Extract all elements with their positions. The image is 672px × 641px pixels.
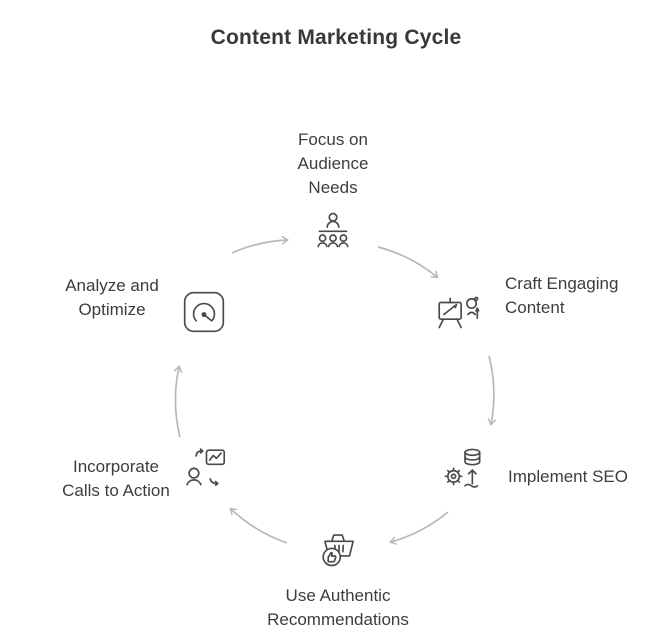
node-use-authentic-recommendations	[314, 522, 362, 570]
node-implement-seo	[440, 444, 488, 492]
database-gear-icon	[444, 448, 481, 488]
arrow-analyze-to-focus	[231, 235, 290, 254]
arrow-craft-to-seo	[487, 355, 497, 427]
basket-thumbs-up-icon	[322, 534, 354, 567]
diagram-title: Content Marketing Cycle	[210, 26, 462, 49]
easel-art-icon	[438, 296, 480, 329]
node-analyze-and-optimize	[180, 288, 228, 336]
arrow-cta-to-analyze	[173, 364, 183, 438]
gauge-icon	[183, 291, 225, 333]
arrow-focus-to-craft	[377, 246, 439, 279]
arrow-seo-to-recommend	[389, 511, 449, 546]
node-incorporate-calls-to-action	[183, 445, 231, 493]
node-focus-audience-needs	[309, 211, 357, 259]
node-craft-engaging-content	[434, 291, 482, 339]
person-chart-arrows-icon	[186, 448, 226, 487]
node-label-seo: Implement SEO	[508, 467, 628, 486]
arrow-recommend-to-cta	[229, 507, 288, 544]
node-label-analyze: Analyze and Optimize	[65, 276, 159, 319]
node-label-craft: Craft Engaging Content	[505, 274, 619, 317]
node-label-focus: Focus on Audience Needs	[297, 130, 369, 197]
presentation-audience-icon	[317, 212, 349, 248]
node-label-recommend: Use Authentic Recommendations	[267, 586, 409, 629]
node-label-cta: Incorporate Calls to Action	[62, 457, 170, 500]
